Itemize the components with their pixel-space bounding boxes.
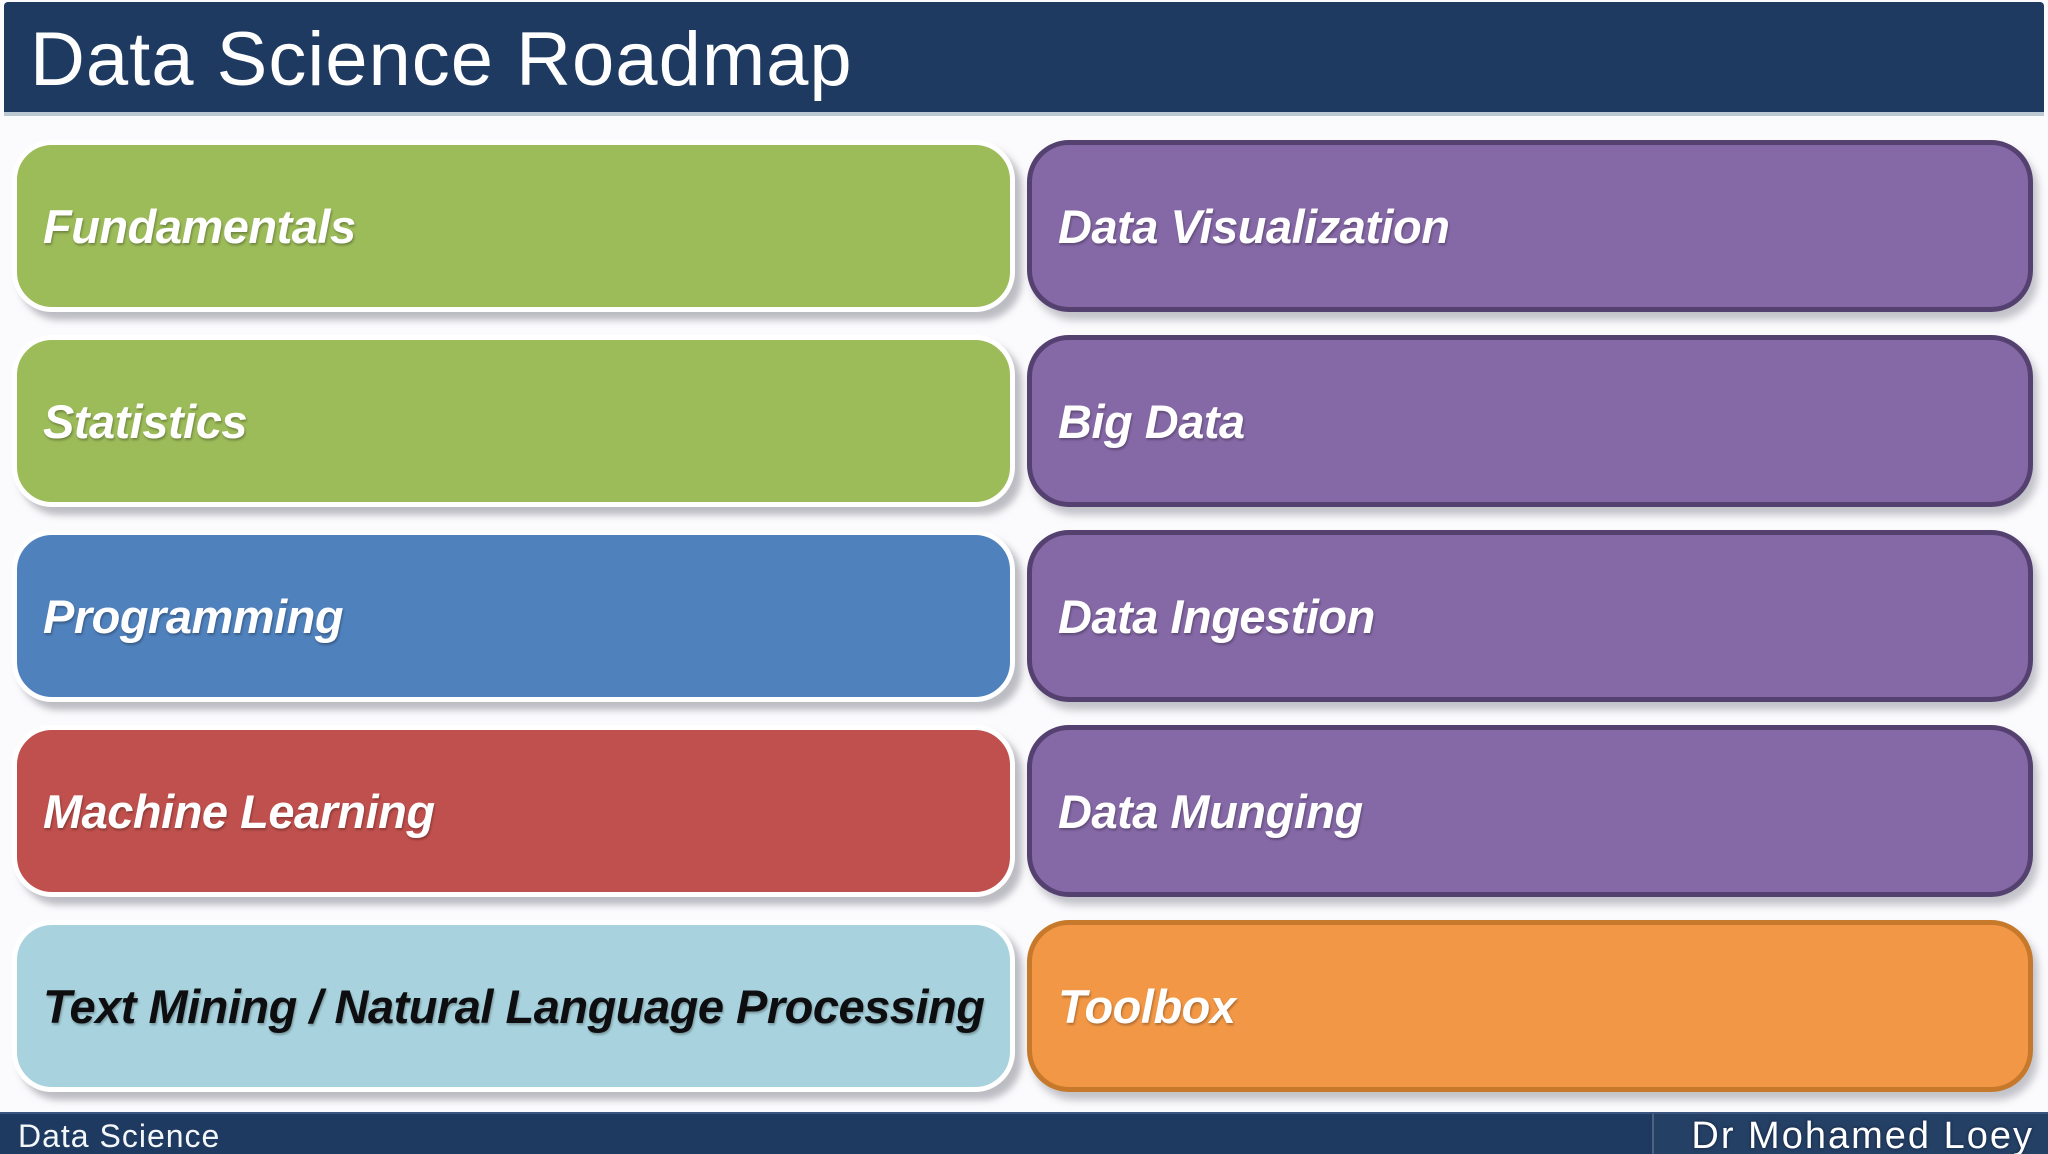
roadmap-box-label: Fundamentals (43, 199, 356, 253)
roadmap-box-text-mining-nlp: Text Mining / Natural Language Processin… (12, 920, 1015, 1092)
roadmap-box-label: Big Data (1058, 394, 1245, 448)
roadmap-box-data-munging: Data Munging (1027, 725, 2033, 897)
roadmap-box-label: Toolbox (1058, 979, 1236, 1033)
roadmap-box-label: Machine Learning (43, 784, 435, 838)
roadmap-box-big-data: Big Data (1027, 335, 2033, 507)
roadmap-box-statistics: Statistics (12, 335, 1015, 507)
roadmap-box-toolbox: Toolbox (1027, 920, 2033, 1092)
footer-course-title: Data Science (18, 1118, 221, 1154)
slide-header-bar: Data Science Roadmap (4, 2, 2044, 116)
roadmap-box-label: Data Munging (1058, 784, 1363, 838)
roadmap-box-label: Programming (43, 589, 344, 643)
roadmap-box-label: Data Visualization (1058, 199, 1450, 253)
footer-author-section: Dr Mohamed Loey (1652, 1114, 2048, 1154)
roadmap-box-label: Text Mining / Natural Language Processin… (43, 979, 985, 1033)
roadmap-box-fundamentals: Fundamentals (12, 140, 1015, 312)
roadmap-box-label: Data Ingestion (1058, 589, 1375, 643)
slide-footer-bar: Data Science Dr Mohamed Loey (0, 1112, 2048, 1154)
roadmap-box-machine-learning: Machine Learning (12, 725, 1015, 897)
roadmap-box-programming: Programming (12, 530, 1015, 702)
slide-title: Data Science Roadmap (30, 17, 853, 102)
footer-author-name: Dr Mohamed Loey (1691, 1115, 2034, 1154)
roadmap-box-data-visualization: Data Visualization (1027, 140, 2033, 312)
roadmap-box-data-ingestion: Data Ingestion (1027, 530, 2033, 702)
roadmap-column-left: Fundamentals Statistics Programming Mach… (12, 140, 1015, 1092)
roadmap-box-label: Statistics (43, 394, 247, 448)
roadmap-column-right: Data Visualization Big Data Data Ingesti… (1027, 140, 2033, 1092)
